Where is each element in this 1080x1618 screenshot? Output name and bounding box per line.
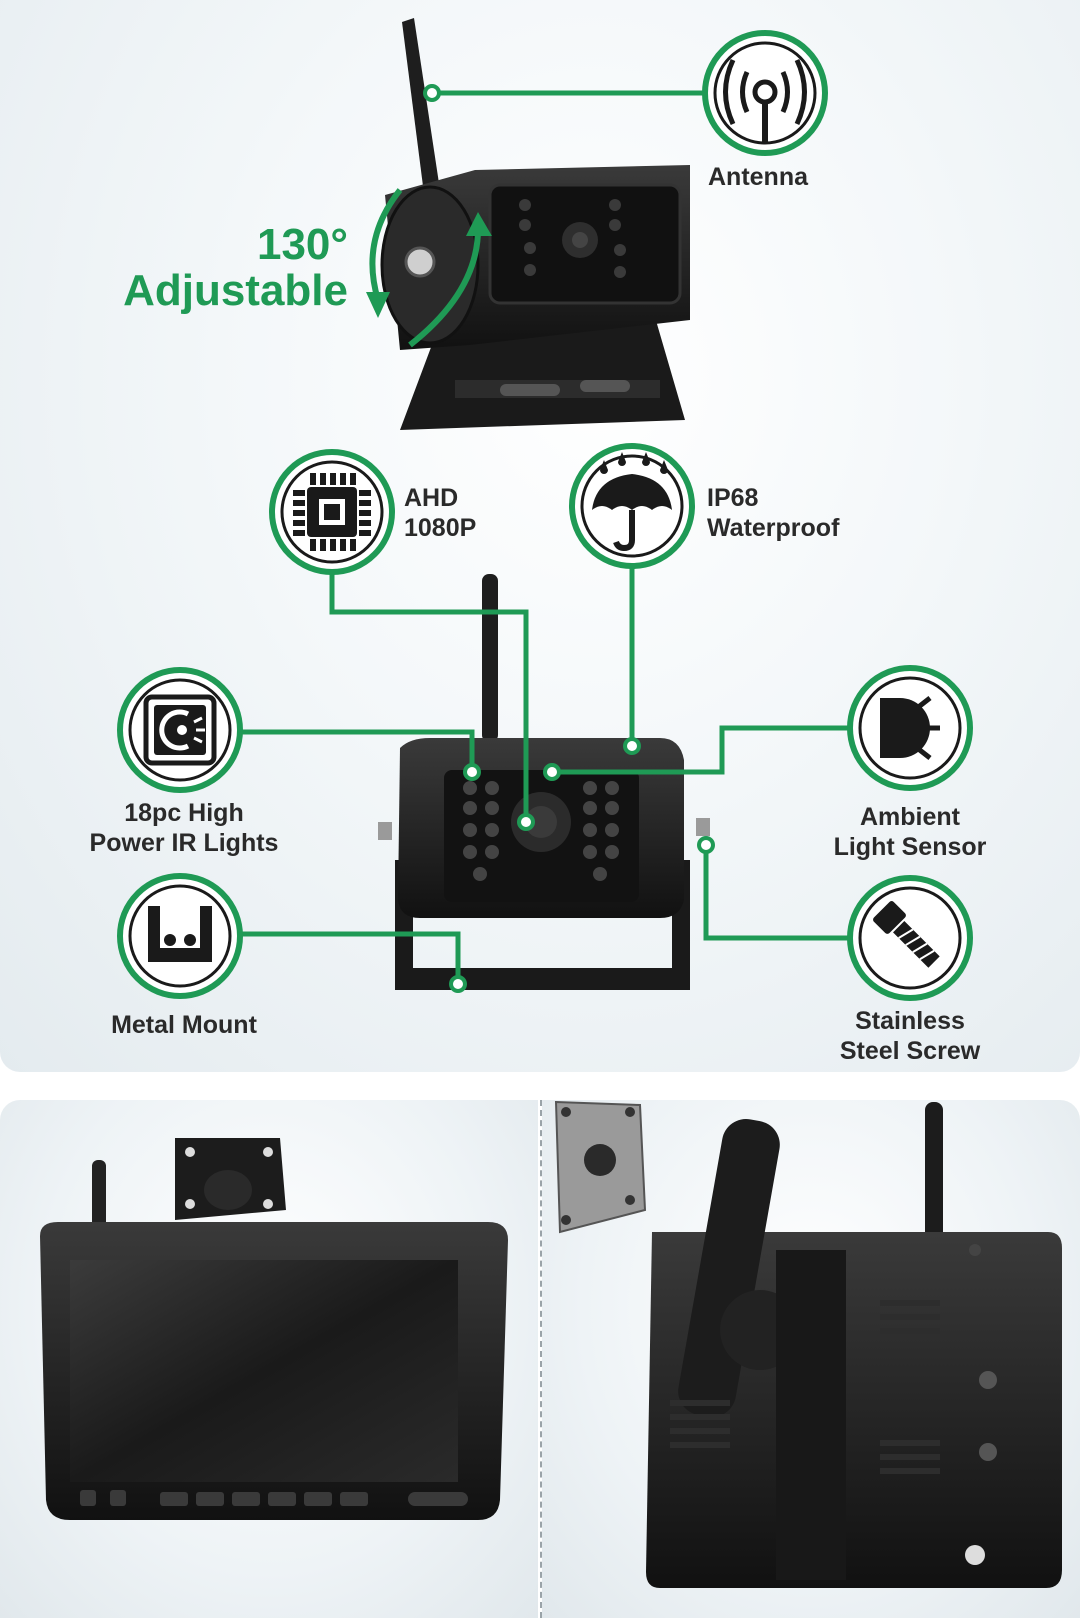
- antenna-label: Antenna: [708, 163, 808, 191]
- connector-lines: [242, 90, 852, 984]
- sensor-label-line2: Light Sensor: [833, 833, 987, 861]
- antenna-icon: [702, 30, 828, 156]
- mount-icon: [117, 873, 243, 999]
- light-sensor-icon: [847, 665, 973, 791]
- screw-icon: [847, 875, 973, 1001]
- monitor-front-image: [40, 1138, 508, 1520]
- ir-light-icon: [117, 667, 243, 793]
- adjust-word-label: Adjustable: [123, 266, 348, 315]
- monitor-back-image: [554, 1100, 1062, 1588]
- panel-divider: [540, 1100, 542, 1618]
- chip-icon: [269, 449, 395, 575]
- ip-label-line2: Waterproof: [707, 514, 840, 542]
- connector-dots: [423, 84, 715, 993]
- ir-label-line1: 18pc High: [124, 799, 244, 827]
- ir-label-line2: Power IR Lights: [89, 829, 279, 857]
- ahd-label-line1: AHD: [404, 484, 459, 512]
- mount-label: Metal Mount: [111, 1011, 257, 1039]
- camera-front-image: [378, 574, 710, 990]
- screw-label-line2: Steel Screw: [839, 1037, 981, 1065]
- camera-top-image: [366, 18, 690, 430]
- adjust-angle-label: 130°: [256, 220, 348, 269]
- ip-label-line1: IP68: [707, 484, 759, 512]
- umbrella-icon: [569, 443, 695, 569]
- screw-label-line1: Stainless: [855, 1007, 965, 1035]
- ahd-label-line2: 1080P: [404, 514, 477, 542]
- sensor-label-line1: Ambient: [860, 803, 960, 831]
